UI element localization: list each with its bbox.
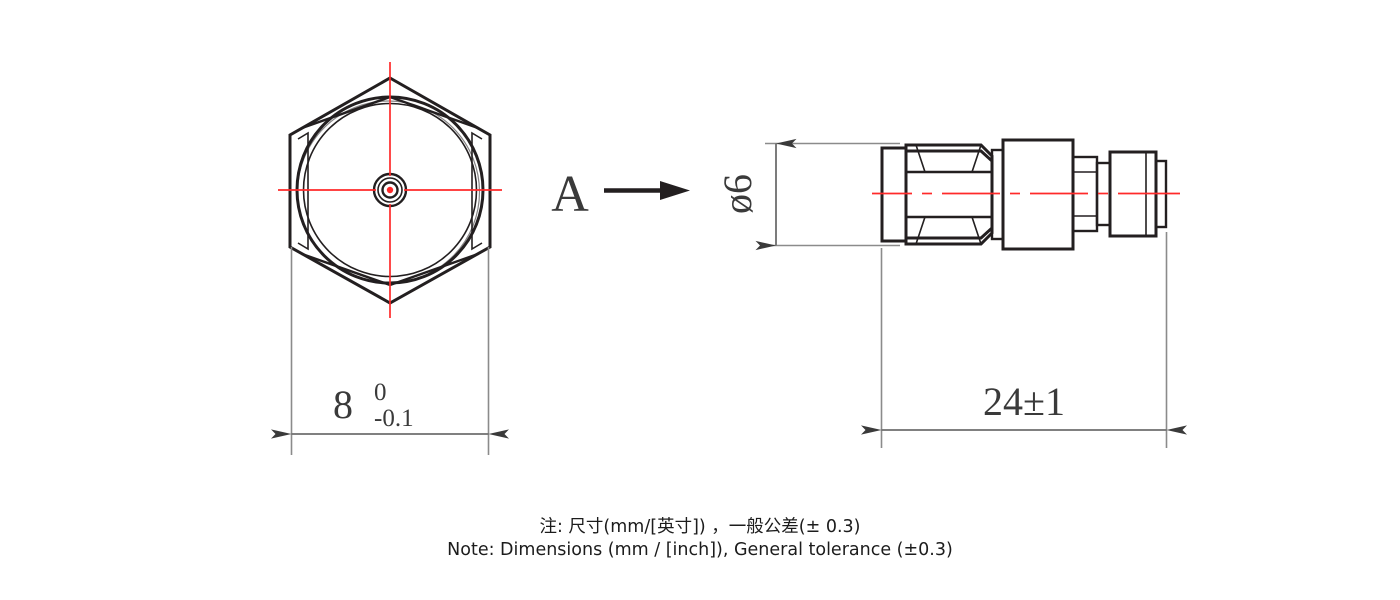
- hex-nut-chamfer-top-right: [971, 144, 982, 173]
- view-direction-indicator: A: [551, 166, 690, 223]
- side-profile-view: ø6: [715, 138, 1187, 448]
- view-arrow-head: [660, 181, 690, 200]
- note-line-chinese: 注: 尺寸(mm/[英寸]) ，一般公差(± 0.3): [539, 517, 861, 537]
- dimension-value-length: 24±1: [983, 379, 1065, 424]
- centerline-center-dot: [386, 186, 394, 194]
- dimension-value-diameter: ø6: [715, 174, 760, 214]
- body-inner-ring: [296, 100, 481, 284]
- center-contact-pin-circle: [381, 181, 399, 199]
- hex-nut-chamfer-top-left: [915, 144, 926, 173]
- hex-nut-chamfer-bottom-left: [915, 216, 926, 245]
- hex-chamfer-left: [297, 131, 309, 251]
- note-line-english: Note: Dimensions (mm / [inch]), General …: [447, 540, 953, 560]
- center-contact-mid-ring: [377, 177, 403, 203]
- view-label-a: A: [551, 166, 589, 223]
- dimension-value-width: 8: [333, 382, 353, 427]
- dimension-upper-tolerance-width: 0: [374, 379, 387, 406]
- hex-chamfer-right: [471, 131, 483, 251]
- dimension-lower-tolerance-width: -0.1: [374, 405, 414, 432]
- main-body: [1001, 138, 1075, 251]
- hex-nut-chamfer-bottom-right: [971, 216, 982, 245]
- front-hex-view: 8 0 -0.1: [271, 62, 509, 455]
- hex-nut-outline: [904, 149, 994, 240]
- notes-block: 注: 尺寸(mm/[英寸]) ，一般公差(± 0.3) Note: Dimens…: [0, 516, 1400, 562]
- spacer-ring: [990, 148, 1005, 241]
- coupling-collar: [880, 146, 908, 243]
- hex-nut-body: [904, 143, 994, 246]
